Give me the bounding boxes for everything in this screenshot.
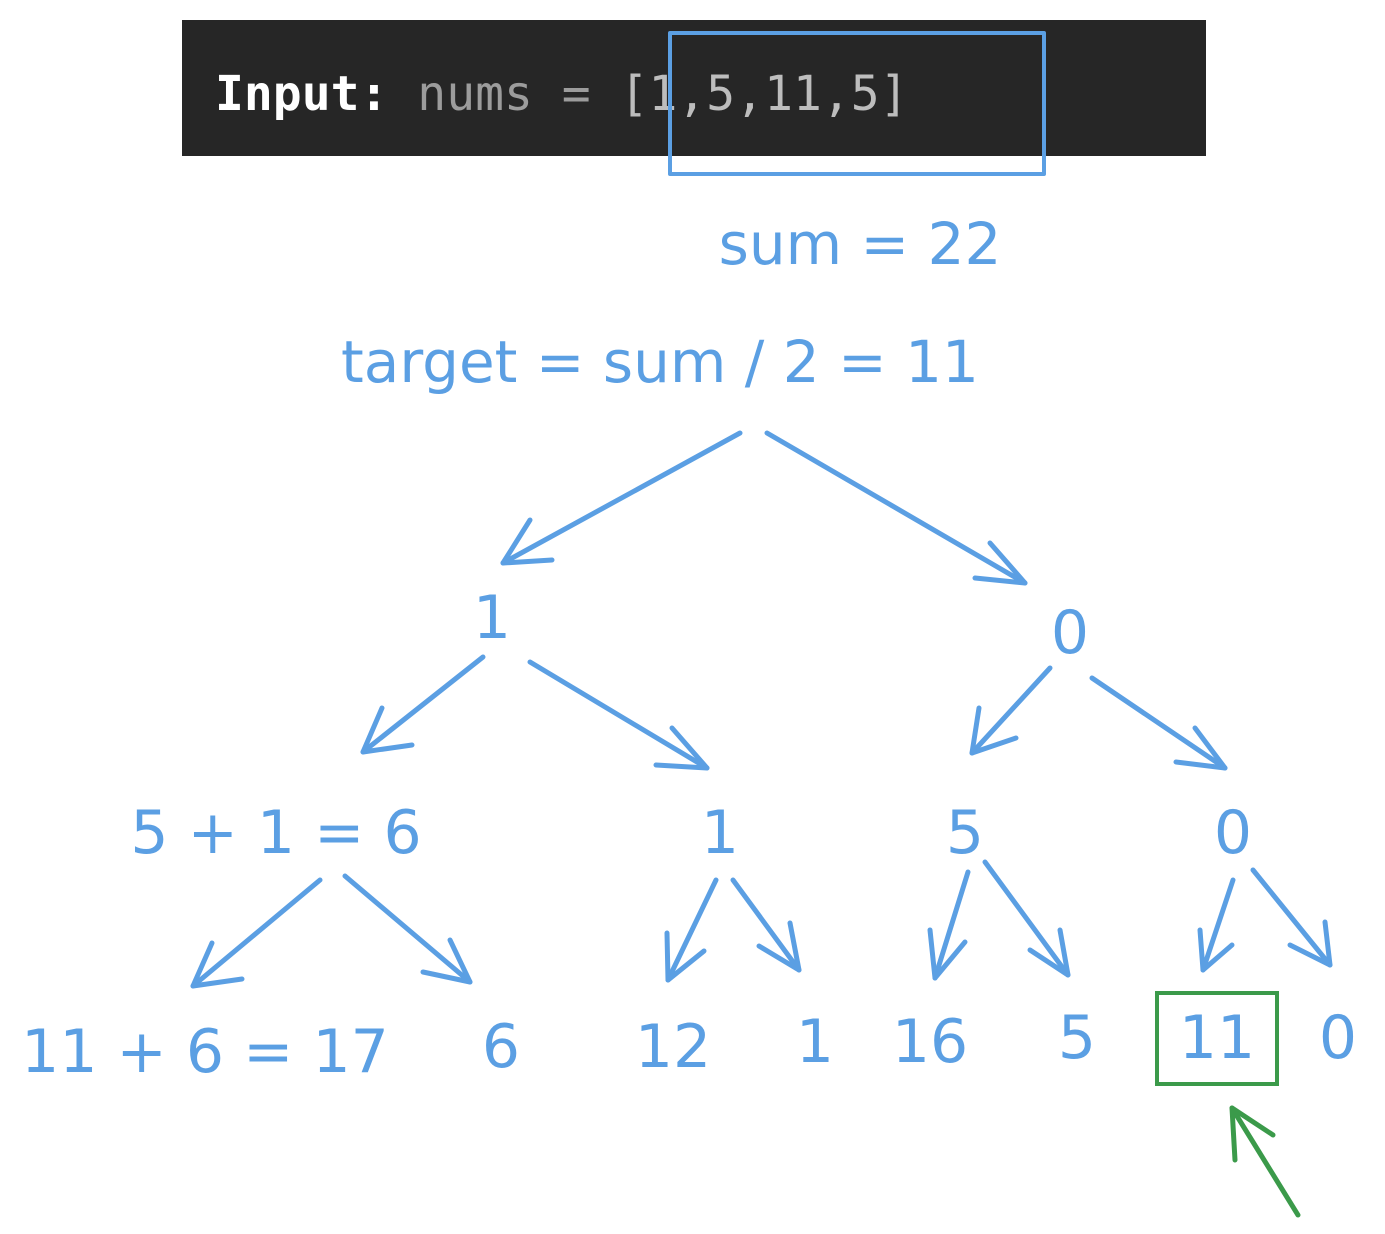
leaf-4: 1 <box>795 1007 835 1077</box>
edge-root-right <box>764 430 1028 586</box>
node-l2-skip-skip: 0 <box>1213 798 1253 868</box>
input-keyword: Input: <box>215 66 389 122</box>
edge-0-right <box>1089 675 1228 771</box>
node-l2-skip-take: 5 <box>945 798 985 868</box>
leaf-6: 5 <box>1057 1003 1097 1073</box>
sum-annotation: sum = 22 <box>718 210 1002 278</box>
edge-1b-right <box>730 877 802 973</box>
leaf-2: 6 <box>481 1012 521 1082</box>
node-l1-take: 1 <box>472 583 512 653</box>
node-l1-skip: 0 <box>1050 598 1090 668</box>
edge-0b-left <box>1197 877 1236 973</box>
edge-6-right <box>342 873 473 985</box>
answer-pointer-arrow <box>1229 1105 1301 1218</box>
nums-array: [1,5,11,5] <box>619 66 909 122</box>
edge-1-right <box>527 659 710 771</box>
node-l2-take-skip: 1 <box>700 798 740 868</box>
node-l2-take-take: 5 + 1 = 6 <box>130 798 422 868</box>
leaf-8: 0 <box>1318 1003 1358 1073</box>
edge-6-left <box>190 877 323 989</box>
answer-highlight-box <box>1155 991 1279 1086</box>
nums-variable: nums = <box>417 66 591 122</box>
edge-1b-left <box>664 877 719 983</box>
edge-5-left <box>927 869 971 981</box>
array-highlight-box <box>668 31 1046 176</box>
edge-5-right <box>982 859 1071 978</box>
leaf-1: 11 + 6 = 17 <box>21 1017 389 1087</box>
leaf-7-answer: 11 <box>1178 1003 1256 1073</box>
edge-0-left <box>969 665 1053 756</box>
edge-0b-right <box>1250 867 1333 968</box>
target-annotation: target = sum / 2 = 11 <box>341 328 979 396</box>
leaf-5: 16 <box>891 1007 969 1077</box>
leaf-3: 12 <box>634 1012 712 1082</box>
input-code-line: Input: nums = [1,5,11,5] <box>215 70 909 118</box>
edge-1-left <box>360 654 486 755</box>
edge-root-left <box>500 430 743 566</box>
code-snippet-bar <box>182 20 1206 156</box>
